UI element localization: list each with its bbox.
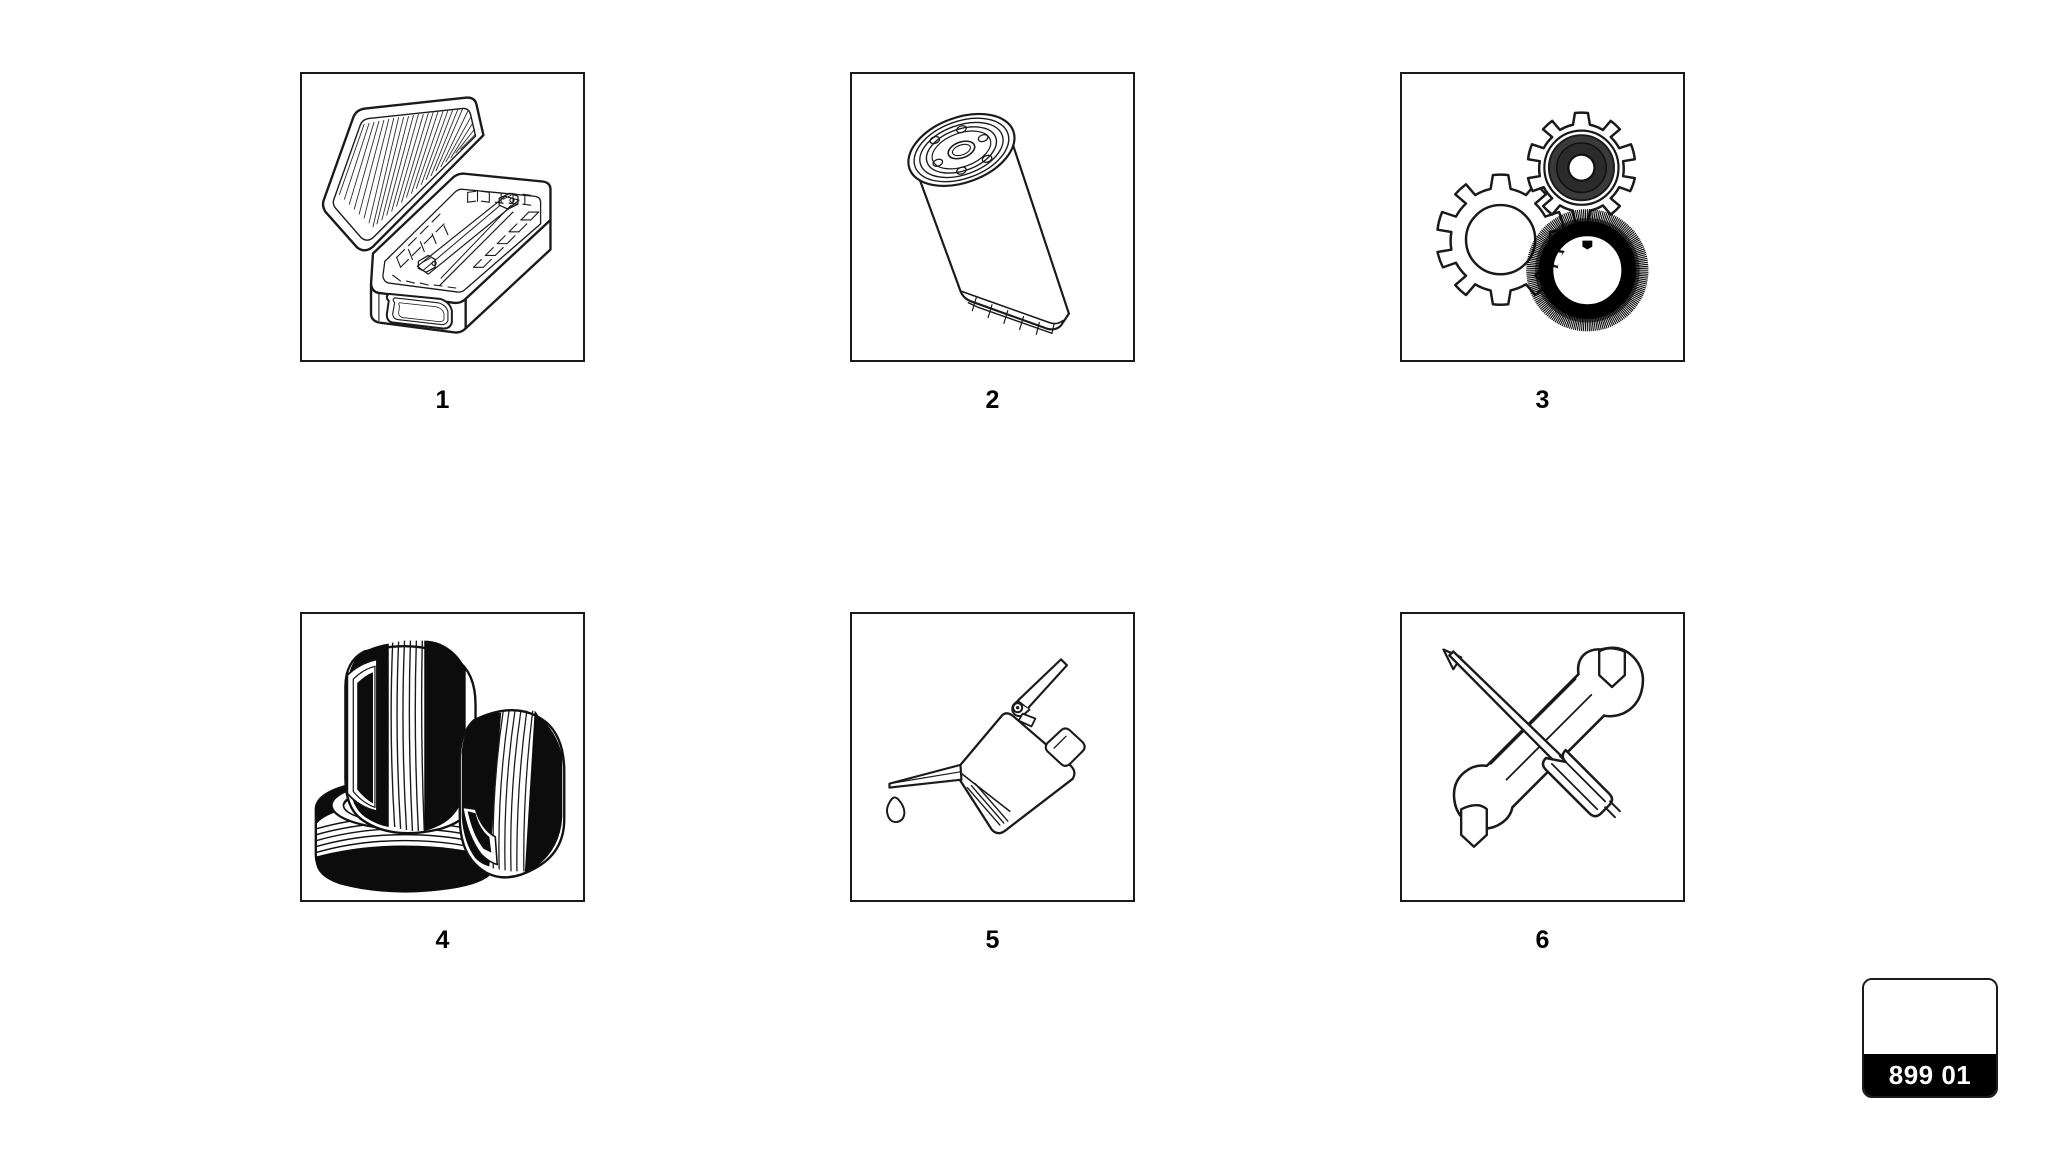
panel-caption-1: 1 [435,386,450,414]
tire-standing-left [344,640,477,835]
cabin-air-filter-icon [321,96,552,334]
wrench-screwdriver-icon [1442,646,1645,848]
panel-caption-5: 5 [985,926,1000,954]
panel-frame-5[interactable] [850,612,1135,902]
small-gear [1526,111,1637,224]
panel-cell-5[interactable]: 5 [850,612,1135,955]
panel-grid: 1 [300,72,1780,1082]
oil-can-icon [886,658,1086,835]
bristle-brush [1519,202,1655,338]
panel-cell-6[interactable]: 6 [1400,612,1685,955]
stacked-tires-icon [314,640,566,893]
oil-filter-canister-icon [907,112,1070,335]
panel-cell-2[interactable]: 2 [850,72,1135,415]
panel-frame-1[interactable] [300,72,585,362]
panel-frame-6[interactable] [1400,612,1685,902]
panel-caption-3: 3 [1535,386,1550,414]
panel-caption-4: 4 [435,926,450,954]
panel-frame-2[interactable] [850,72,1135,362]
code-tag-blank-area [1864,980,1996,1054]
panel-caption-6: 6 [1535,926,1550,954]
panel-cell-3[interactable]: 3 [1400,72,1685,415]
panel-frame-4[interactable] [300,612,585,902]
panel-cell-4[interactable]: 4 [300,612,585,955]
panel-frame-3[interactable] [1400,72,1685,362]
code-tag-number: 899 01 [1864,1054,1996,1096]
tire-leaning-right [458,708,566,879]
panel-cell-1[interactable]: 1 [300,72,585,415]
diagram-code-tag: 899 01 [1862,978,1998,1098]
gears-and-brush-icon [1436,111,1655,338]
panel-caption-2: 2 [985,386,1000,414]
